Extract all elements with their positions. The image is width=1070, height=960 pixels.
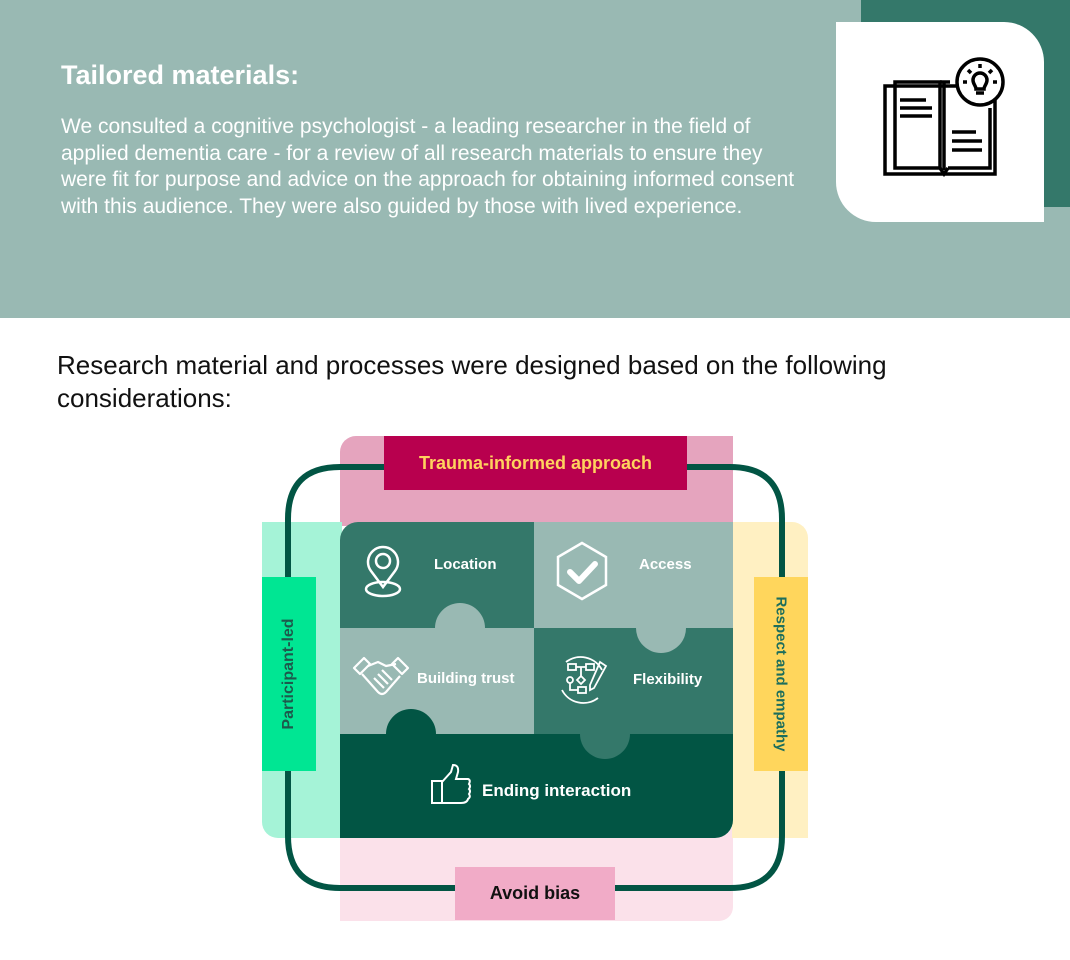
section-body: We consulted a cognitive psychologist - … [61,115,795,218]
piece-label-access: Access [639,556,692,573]
piece-label-flexibility: Flexibility [633,671,703,688]
icon-card [836,22,1044,222]
intro-text: Research material and processes were des… [57,350,887,413]
piece-label-building-trust: Building trust [417,670,515,687]
piece-label-location: Location [434,556,497,573]
label-respect-empathy-text: Respect and empathy [772,596,790,752]
hexagon-check-icon [556,541,608,601]
section-title: Tailored materials: [61,60,300,90]
book-lightbulb-icon [883,57,1005,178]
label-avoid-bias: Avoid bias [455,867,615,920]
label-participant-led: Participant-led [262,577,316,771]
label-participant-led-text: Participant-led [280,618,297,730]
map-pin-icon [364,545,402,598]
piece-building-trust [340,628,534,734]
thumbs-up-icon [431,764,471,804]
piece-location [340,522,534,628]
label-trauma-informed: Trauma-informed approach [384,436,687,490]
handshake-icon [352,656,410,696]
piece-access [534,522,733,628]
label-respect-empathy: Respect and empathy [754,577,808,771]
piece-label-ending-interaction: Ending interaction [482,781,632,800]
piece-ending-interaction [340,734,733,838]
flowchart-pen-icon [561,656,608,704]
